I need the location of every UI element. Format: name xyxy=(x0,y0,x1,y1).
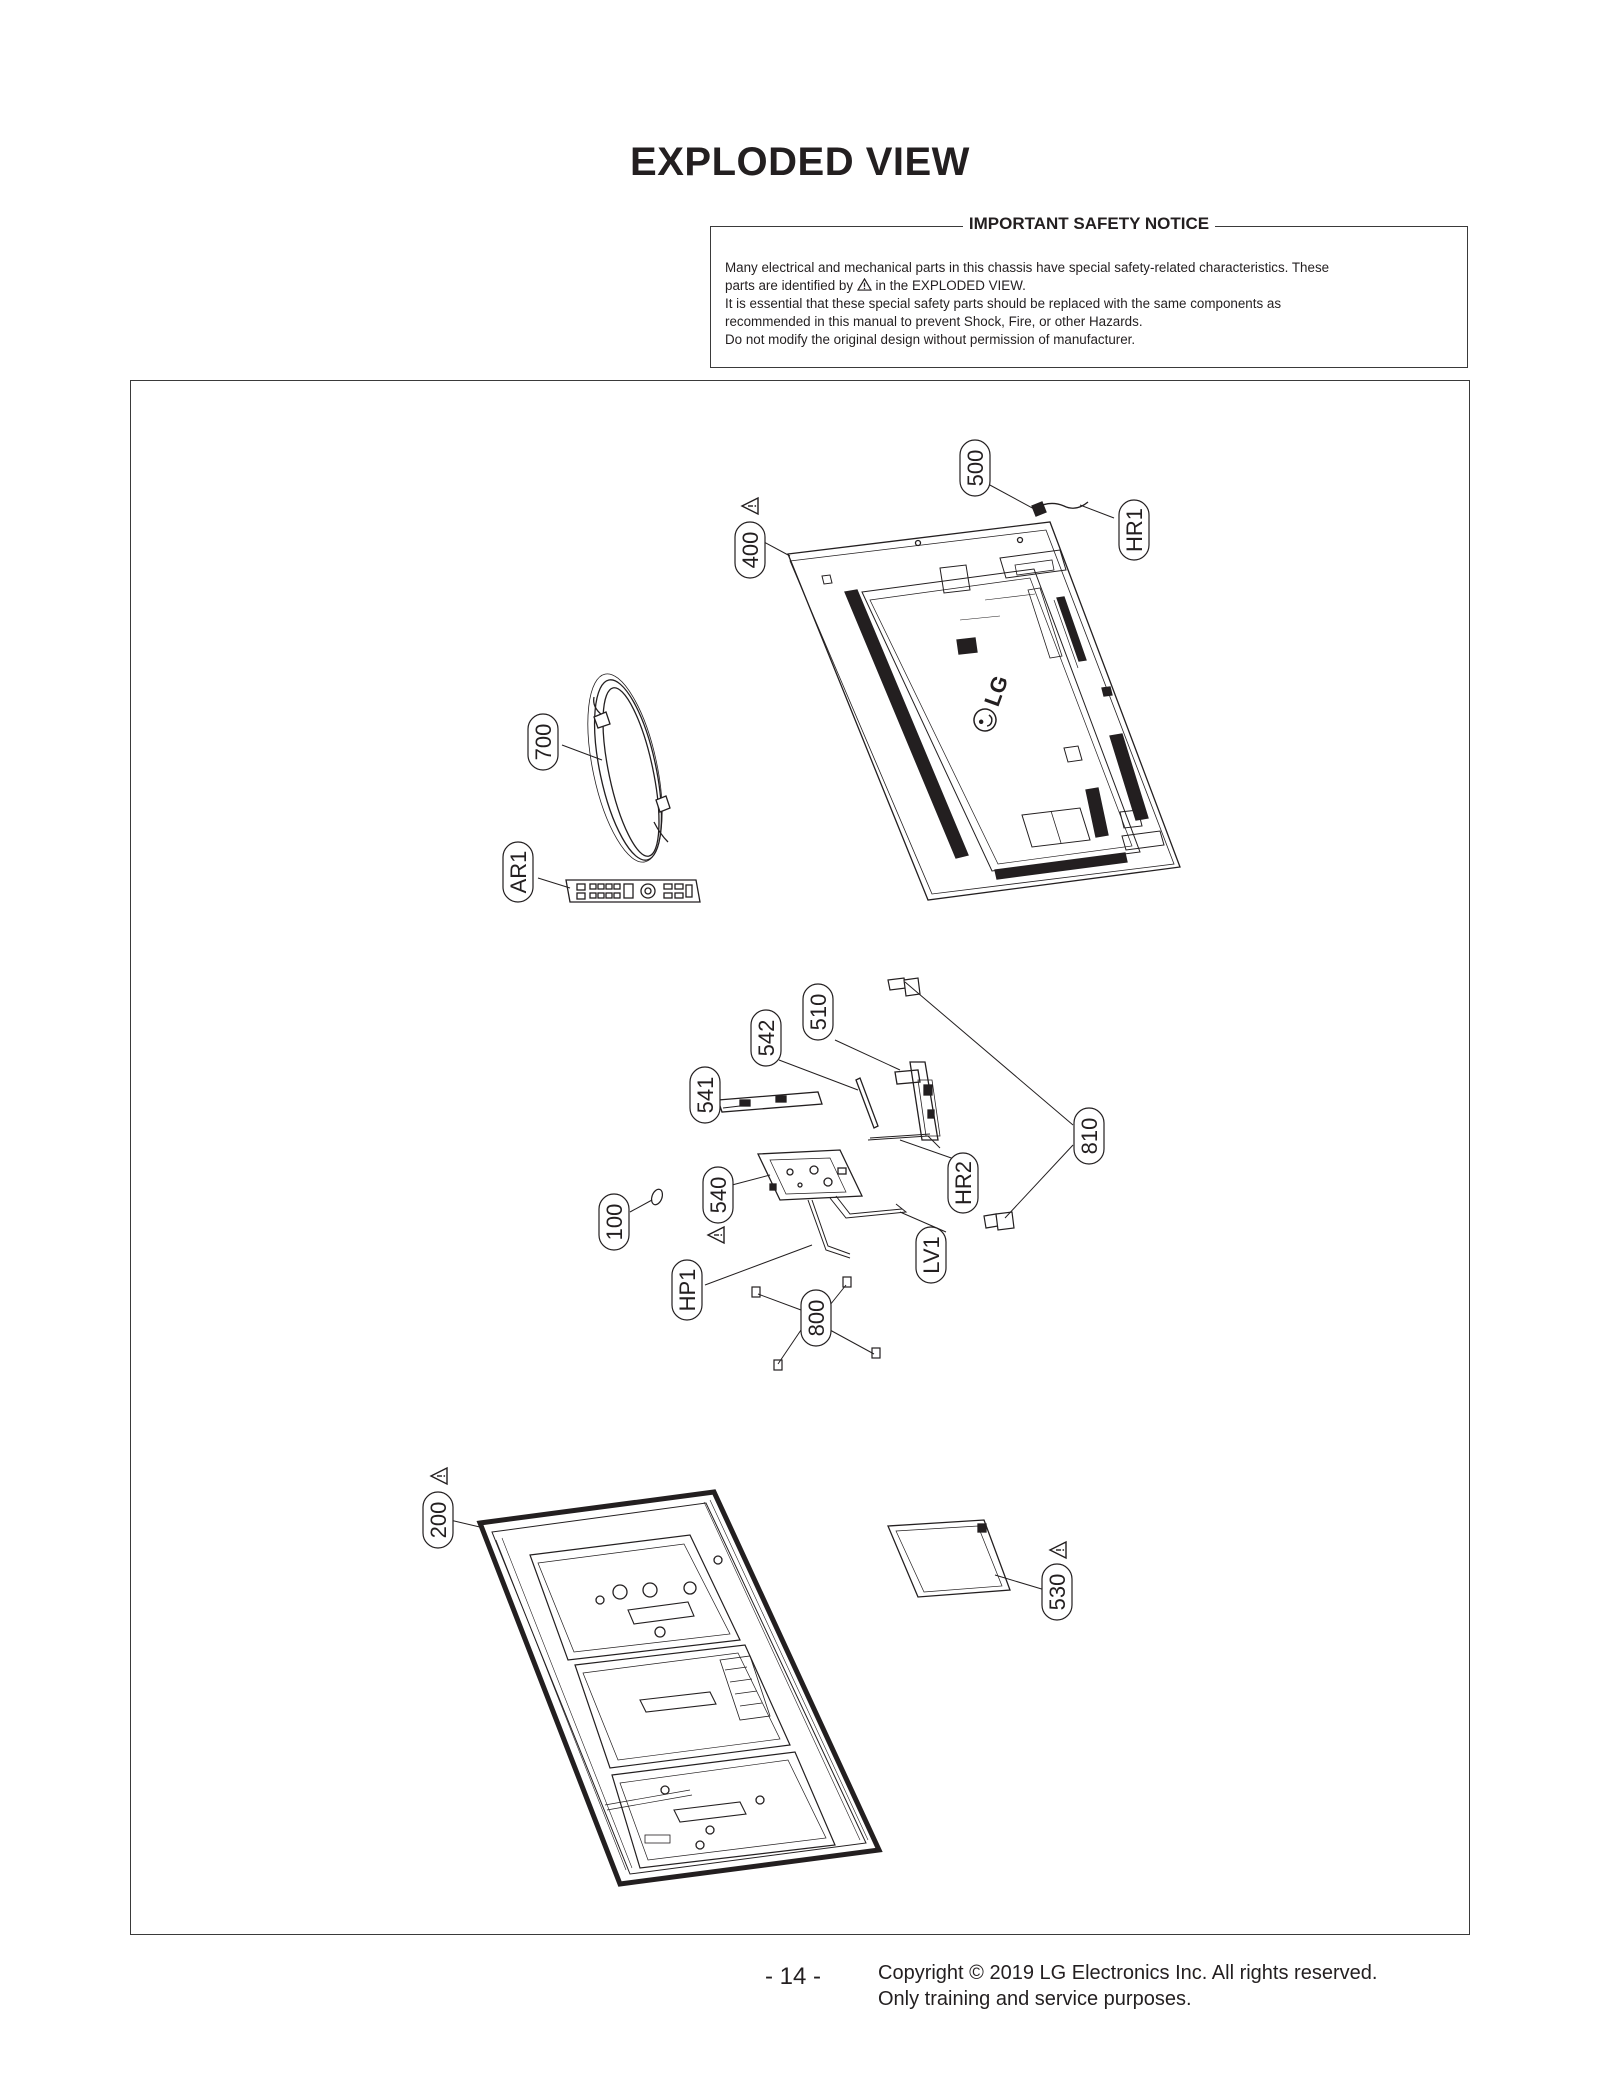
copyright-notice: Copyright © 2019 LG Electronics Inc. All… xyxy=(878,1960,1377,2012)
svg-text:700: 700 xyxy=(531,724,556,761)
part-label-510: 510 xyxy=(802,983,834,1041)
svg-text:800: 800 xyxy=(804,1300,829,1337)
part-label-541: 541 xyxy=(689,1066,721,1124)
part-label-810: 810 xyxy=(1073,1107,1105,1165)
svg-text:AR1: AR1 xyxy=(506,851,531,894)
part-labels: 500 HR1 400 700 AR1 510 542 541 xyxy=(422,439,1150,1621)
warning-triangle-icon xyxy=(741,497,759,515)
screws-800 xyxy=(751,1276,881,1371)
part-label-500: 500 xyxy=(959,439,991,497)
part-label-542: 542 xyxy=(750,1009,782,1067)
svg-text:510: 510 xyxy=(806,994,831,1031)
svg-text:540: 540 xyxy=(706,1177,731,1214)
svg-text:542: 542 xyxy=(754,1020,779,1057)
warning-triangle-icon xyxy=(856,278,872,291)
part-label-800: 800 xyxy=(800,1289,832,1347)
svg-text:530: 530 xyxy=(1045,1574,1070,1611)
svg-text:HP1: HP1 xyxy=(675,1269,700,1312)
power-board-part xyxy=(887,1519,1011,1598)
warning-triangle-icon xyxy=(1049,1541,1067,1559)
svg-text:HR2: HR2 xyxy=(951,1161,976,1205)
part-label-400: 400 xyxy=(734,521,766,579)
page-number: - 14 - xyxy=(765,1963,822,1990)
svg-text:400: 400 xyxy=(738,532,763,569)
part-label-100: 100 xyxy=(598,1193,630,1251)
notice-line-3: It is essential that these special safet… xyxy=(725,296,1282,311)
page-title: EXPLODED VIEW xyxy=(630,140,970,184)
remote-control-part xyxy=(565,879,701,903)
notice-line-4: recommended in this manual to prevent Sh… xyxy=(725,314,1143,329)
svg-text:LV1: LV1 xyxy=(919,1236,944,1274)
svg-text:500: 500 xyxy=(963,450,988,487)
back-cover-part: LG xyxy=(787,501,1181,901)
svg-text:HR1: HR1 xyxy=(1122,508,1147,552)
svg-text:100: 100 xyxy=(602,1204,627,1241)
notice-line-2: parts are identified by in the EXPLODED … xyxy=(725,278,1026,293)
warning-triangle-icon xyxy=(430,1467,448,1485)
safety-notice-text: Many electrical and mechanical parts in … xyxy=(725,259,1453,349)
svg-text:200: 200 xyxy=(426,1502,451,1539)
power-cord-part xyxy=(587,673,671,863)
small-part-100 xyxy=(650,1188,664,1206)
boards-group xyxy=(717,1061,941,1259)
diagram-frame xyxy=(130,380,1470,1935)
notice-line-5: Do not modify the original design withou… xyxy=(725,332,1136,347)
warning-triangle-icon xyxy=(707,1226,725,1244)
safety-notice-heading: IMPORTANT SAFETY NOTICE xyxy=(962,214,1216,233)
copyright-line-1: Copyright © 2019 LG Electronics Inc. All… xyxy=(878,1962,1378,1984)
part-label-lv1: LV1 xyxy=(915,1226,947,1284)
part-label-540: 540 xyxy=(702,1166,734,1224)
leader-lines xyxy=(449,483,1115,1591)
notice-line-1: Many electrical and mechanical parts in … xyxy=(725,260,1330,275)
part-label-700: 700 xyxy=(527,713,559,771)
part-label-hr2: HR2 xyxy=(947,1152,979,1214)
part-label-200: 200 xyxy=(422,1491,454,1549)
part-label-hp1: HP1 xyxy=(671,1259,703,1321)
svg-text:541: 541 xyxy=(693,1077,718,1114)
svg-text:810: 810 xyxy=(1077,1118,1102,1155)
front-cabinet-part xyxy=(476,1489,883,1887)
part-label-530: 530 xyxy=(1041,1563,1073,1621)
copyright-line-2: Only training and service purposes. xyxy=(878,1988,1192,2010)
safety-notice-box: IMPORTANT SAFETY NOTICE Many electrical … xyxy=(710,214,1468,368)
part-label-hr1: HR1 xyxy=(1118,499,1150,561)
part-label-ar1: AR1 xyxy=(502,841,534,903)
